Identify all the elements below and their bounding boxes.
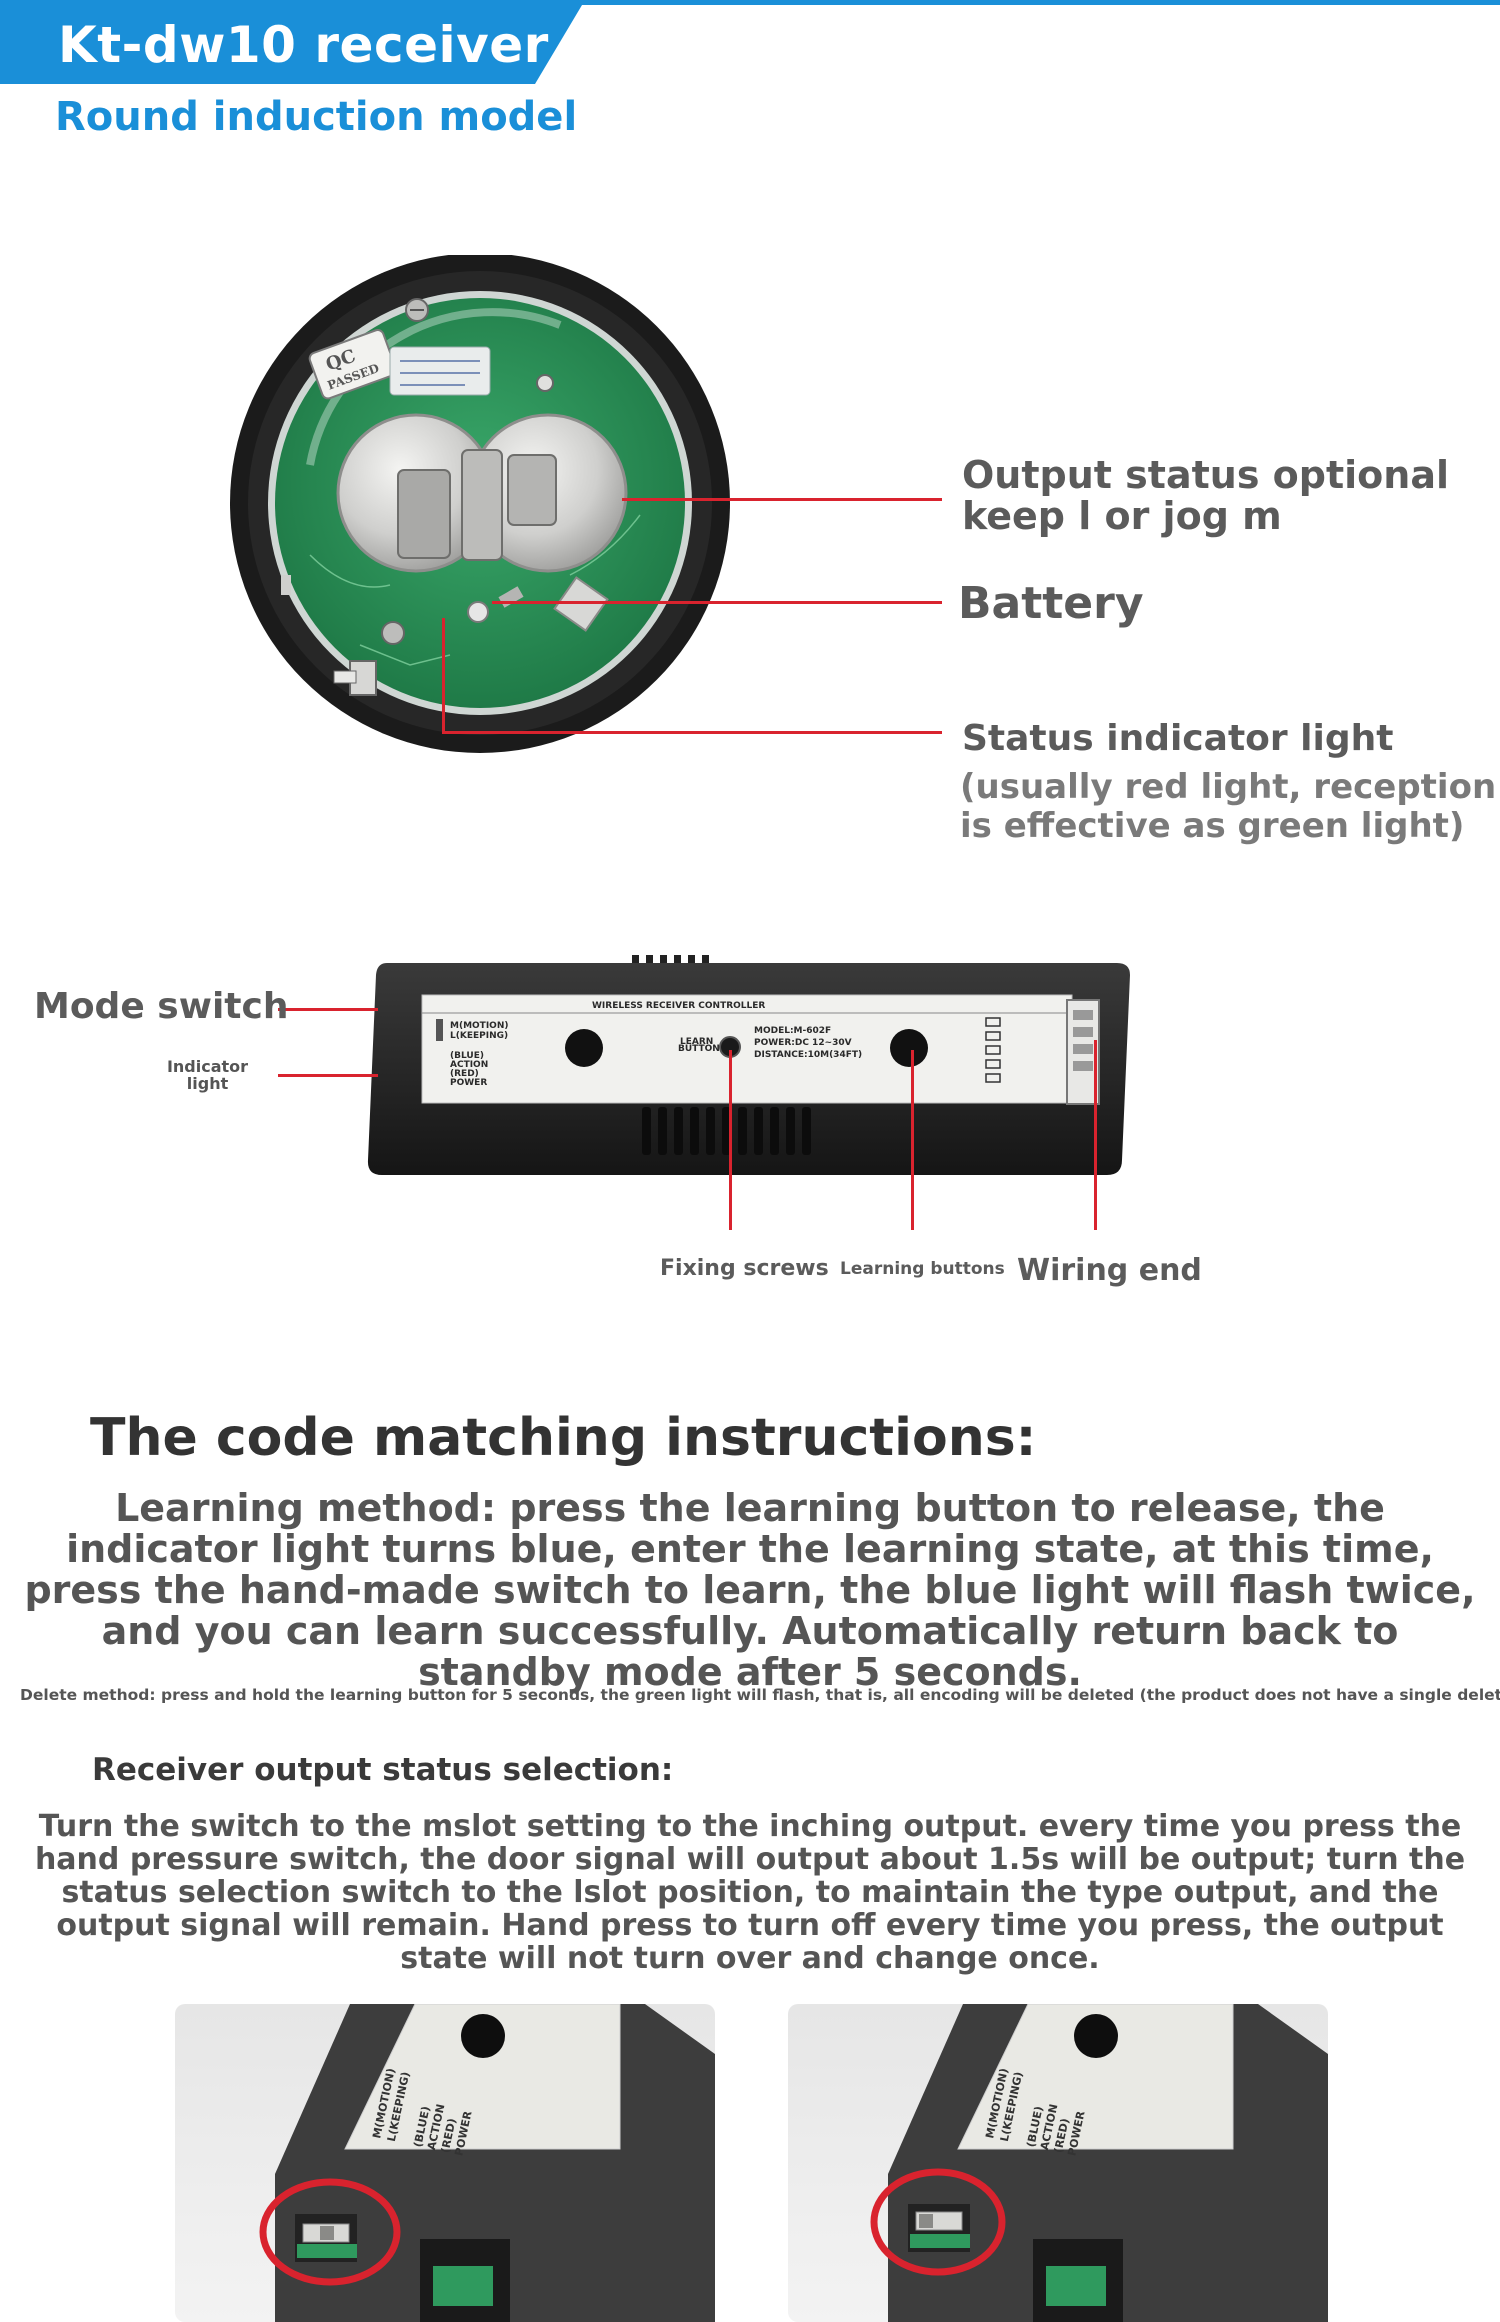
learn-label-1: LEARN: [680, 1037, 713, 1047]
output-status-callout-line: [622, 498, 942, 501]
spec-power: POWER:DC 12~30V: [754, 1038, 852, 1048]
learning-buttons-label: Learning buttons: [840, 1259, 1005, 1279]
switch-photo-right: M(MOTION) L(KEEPING) (BLUE) ACTION (RED)…: [788, 2004, 1328, 2322]
output-status-label-line2: keep l or jog m: [962, 494, 1282, 538]
round-receiver-illustration: QC PASSED: [230, 255, 730, 753]
wiring-end-callout-line: [1094, 1040, 1097, 1230]
panel-line-power: POWER: [450, 1078, 487, 1088]
indicator-light-label: Indicator light: [166, 1057, 249, 1093]
top-accent-rule: [0, 0, 1500, 5]
wiring-end-label: Wiring end: [1017, 1253, 1202, 1288]
output-status-label-line1: Output status optional: [962, 453, 1449, 497]
mount-hole: [461, 2014, 505, 2058]
device-label: [344, 2004, 621, 2150]
delete-method-text: Delete method: press and hold the learni…: [20, 1686, 1500, 1704]
mode-switch-callout-line: [278, 1008, 378, 1011]
highlight-circle-left: [259, 2178, 401, 2286]
receiver-controller-illustration: WIRELESS RECEIVER CONTROLLER M(MOTION) L…: [367, 955, 1130, 1175]
learn-label-2: BUTTON: [678, 1044, 720, 1054]
spec-distance: DISTANCE:10M(34FT): [754, 1050, 862, 1060]
learning-buttons-callout-line: [911, 1050, 914, 1230]
panel-line-red: (RED): [450, 1069, 479, 1079]
fixing-screw-hole-right: [890, 1029, 928, 1067]
instructions-title: The code matching instructions:: [90, 1408, 1037, 1468]
output-status-label: Output status optional keep l or jog m: [962, 455, 1449, 537]
title-banner: [0, 0, 585, 84]
status-light-callout-line: [442, 731, 942, 734]
panel-line-keeping: L(KEEPING): [450, 1031, 508, 1041]
status-led: [467, 601, 489, 623]
fixing-screw-hole-left: [565, 1029, 603, 1067]
mount-hole: [1074, 2014, 1118, 2058]
learning-method-text: Learning method: press the learning butt…: [24, 1486, 1476, 1694]
status-indicator-label: Status indicator light: [962, 718, 1394, 759]
battery-label: Battery: [958, 578, 1144, 629]
switch-photo-left: M(MOTION) L(KEEPING) (BLUE) ACTION (RED)…: [175, 2004, 715, 2322]
receiver-output-title: Receiver output status selection:: [92, 1752, 674, 1788]
status-note-line1: (usually red light, reception: [960, 767, 1497, 807]
panel-line-action: ACTION: [450, 1060, 488, 1070]
status-note-line2: is effective as green light): [960, 806, 1465, 846]
panel-line-blue: (BLUE): [450, 1051, 484, 1061]
page-subtitle: Round induction model: [55, 94, 578, 140]
controller-label-panel: [421, 994, 1073, 1104]
output-selection-text: Turn the switch to the mslot setting to …: [34, 1809, 1466, 1976]
panel-line-motion: M(MOTION): [450, 1021, 508, 1031]
status-light-callout-vertical: [442, 618, 445, 733]
battery-callout-line: [492, 601, 942, 604]
panel-title-text: WIRELESS RECEIVER CONTROLLER: [592, 1001, 765, 1011]
fixing-screws-label: Fixing screws: [660, 1256, 829, 1281]
spec-model: MODEL:M-602F: [754, 1026, 831, 1036]
status-indicator-note: (usually red light, reception is effecti…: [960, 768, 1496, 846]
indicator-light-callout-line: [278, 1074, 378, 1077]
mode-switch-label: Mode switch: [34, 986, 289, 1027]
highlight-circle-right: [870, 2168, 1006, 2276]
device-label: [957, 2004, 1234, 2150]
page-title: Kt-dw10 receiver: [58, 16, 549, 74]
fixing-screws-callout-line: [729, 1050, 732, 1230]
